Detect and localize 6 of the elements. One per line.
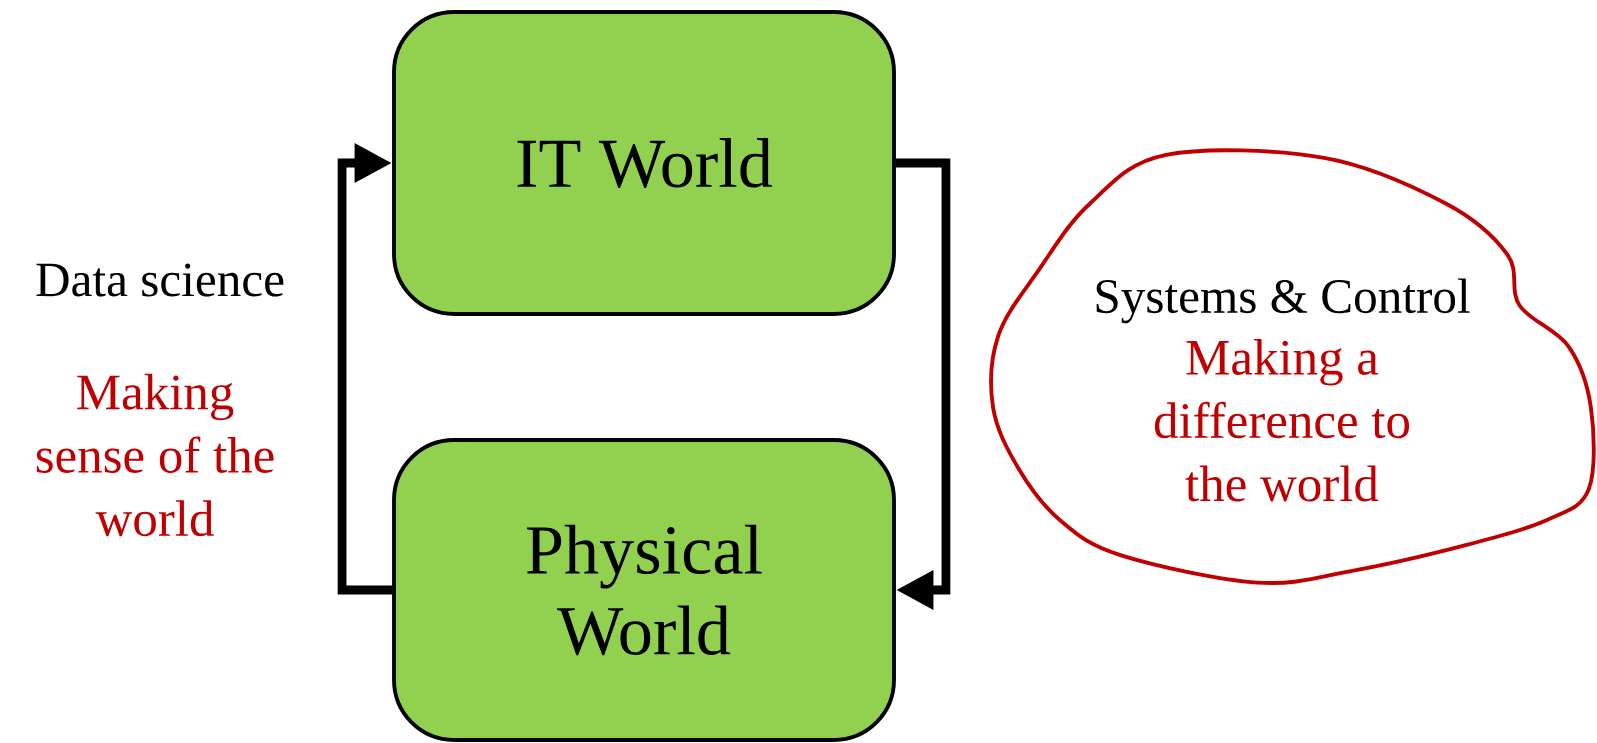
arrow — [895, 158, 951, 611]
process-box: IT World — [392, 10, 896, 316]
label-text: Data science — [36, 263, 284, 297]
process-box: Physical World — [392, 438, 896, 742]
arrow — [337, 142, 393, 595]
label-text: Making sense of the world — [36, 373, 274, 537]
